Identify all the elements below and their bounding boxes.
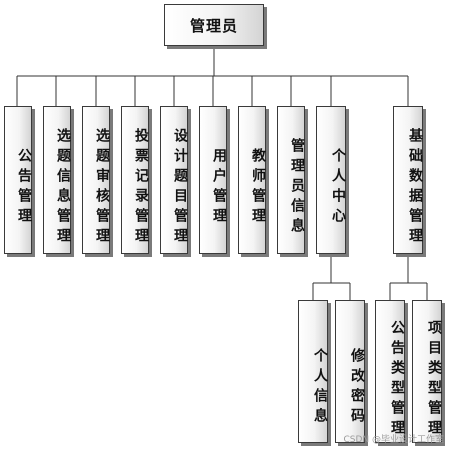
module-node-vote-record: 投票记录管理 — [121, 106, 149, 254]
module-label: 投票记录管理 — [133, 128, 149, 248]
module-label: 基础数据管理 — [407, 128, 423, 248]
module-label: 选题审核管理 — [94, 128, 110, 248]
module-label: 个人中心 — [330, 148, 346, 228]
module-node-topic-info: 选题信息管理 — [43, 106, 71, 254]
module-label: 教师管理 — [250, 148, 266, 228]
module-node-announcement: 公告管理 — [4, 106, 32, 254]
root-node-admin: 管理员 — [164, 4, 264, 46]
child-label: 个人信息 — [312, 347, 328, 428]
module-node-design-topic: 设计题目管理 — [160, 106, 188, 254]
module-node-personal-center: 个人中心 — [316, 106, 346, 254]
module-label: 设计题目管理 — [172, 128, 188, 248]
child-label: 项目类型管理 — [426, 319, 442, 440]
child-label: 修改密码 — [349, 347, 365, 428]
module-label: 公告管理 — [16, 148, 32, 228]
module-node-teacher: 教师管理 — [238, 106, 266, 254]
module-label: 管理员信息 — [289, 138, 305, 238]
module-label: 用户管理 — [211, 148, 227, 228]
child-node-project-type: 项目类型管理 — [412, 300, 442, 443]
child-node-announcement-type: 公告类型管理 — [375, 300, 405, 443]
child-node-change-password: 修改密码 — [335, 300, 365, 443]
child-node-personal-info: 个人信息 — [298, 300, 328, 443]
module-node-user: 用户管理 — [199, 106, 227, 254]
module-node-admin-info: 管理员信息 — [277, 106, 305, 254]
watermark-text: CSDN @毕业设计工作室 — [343, 435, 444, 445]
module-node-basic-data: 基础数据管理 — [393, 106, 423, 254]
module-label: 选题信息管理 — [55, 128, 71, 248]
child-label: 公告类型管理 — [389, 319, 405, 440]
module-node-topic-review: 选题审核管理 — [82, 106, 110, 254]
root-node-label: 管理员 — [189, 16, 238, 35]
